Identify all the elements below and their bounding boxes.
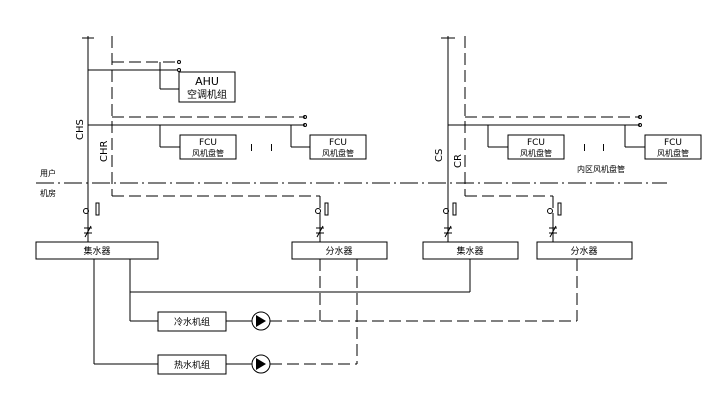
cr-label: CR: [453, 154, 464, 168]
ahu-sublabel: 空调机组: [187, 88, 227, 101]
chr-label: CHR: [99, 140, 110, 162]
fcu1-label: FCU: [199, 138, 217, 148]
hot-pump-arrow: [256, 358, 266, 370]
valve-left-return: [316, 225, 324, 238]
pipe-end-markers: [177, 60, 642, 127]
distributor-right-label: 分水器: [570, 245, 597, 257]
fcu-box-4: [644, 134, 702, 160]
distributor-left-label: 分水器: [325, 245, 352, 257]
ahu-box: [178, 71, 236, 103]
chiller-box: [157, 311, 227, 332]
boiler-box: [157, 354, 227, 375]
collector-left-label: 集水器: [83, 245, 110, 257]
fcu-box-2: [309, 134, 367, 160]
zone-fcu-label: 内区风机盘管: [577, 164, 625, 174]
gauge-right-supply: [443, 202, 457, 216]
fcu2-sublabel: 风机盘管: [322, 148, 354, 158]
chilled-pump-arrow: [256, 315, 266, 327]
gauge-right-return: [547, 202, 562, 216]
break-mark-2: I: [270, 143, 273, 154]
fcu-box-1: [179, 134, 237, 160]
break-mark-3: I: [583, 143, 586, 154]
distributor-box-left: [291, 241, 388, 260]
boiler-label: 热水机组: [174, 359, 210, 371]
break-mark-1: I: [250, 143, 253, 154]
valve-left-supply: [84, 225, 92, 238]
collector-right-label: 集水器: [456, 245, 483, 257]
cs-label: CS: [434, 149, 445, 162]
valve-right-return: [549, 225, 557, 238]
gauge-left-return: [315, 202, 329, 216]
valve-right-supply: [444, 225, 452, 238]
fcu4-label: FCU: [664, 138, 682, 148]
fcu4-sublabel: 风机盘管: [657, 148, 689, 158]
fcu3-sublabel: 风机盘管: [520, 148, 552, 158]
ahu-label: AHU: [195, 75, 219, 88]
floor-plant-label: 机房: [40, 188, 56, 198]
fcu-box-3: [507, 134, 565, 160]
fcu3-label: FCU: [527, 138, 545, 148]
gauge-left-supply: [83, 202, 100, 216]
fcu2-label: FCU: [329, 138, 347, 148]
floor-user-label: 用户: [40, 168, 56, 178]
hot-pump-circle: [251, 354, 271, 374]
chiller-label: 冷水机组: [174, 316, 210, 328]
fcu1-sublabel: 风机盘管: [192, 148, 224, 158]
chilled-pump-circle: [251, 311, 271, 331]
collector-box-left: [35, 241, 159, 260]
distributor-box-right: [536, 241, 633, 260]
break-mark-4: I: [602, 143, 605, 154]
chs-label: CHS: [75, 119, 86, 140]
